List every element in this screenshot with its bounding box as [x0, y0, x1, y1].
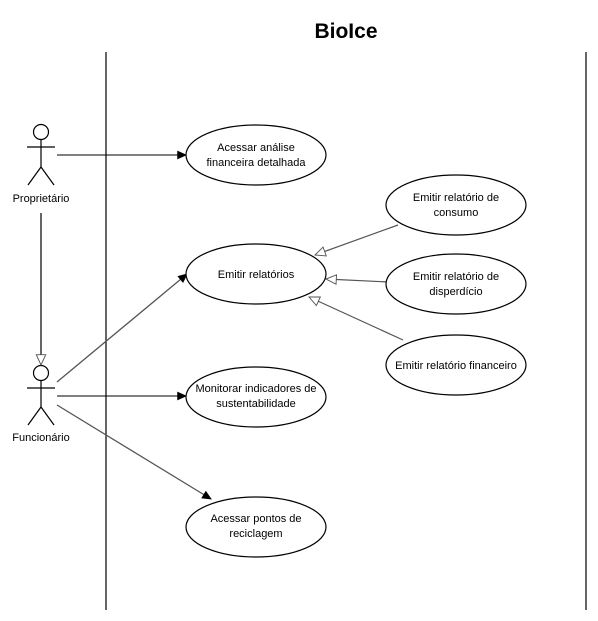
svg-text:Acessar pontos de: Acessar pontos de	[210, 513, 301, 525]
use-case-consumption-report-line1: Emitir relatório de	[413, 192, 499, 204]
generalization-waste-report	[326, 279, 389, 282]
use-case-waste-report-line2: disperdício	[429, 286, 482, 298]
actor-owner-label: Proprietário	[13, 193, 70, 205]
use-case-sustainability-line2: sustentabilidade	[216, 398, 296, 410]
svg-text:reciclagem: reciclagem	[229, 528, 282, 540]
use-case-waste-report[interactable]: Emitir relatório de disperdício	[385, 253, 527, 315]
use-case-financial-report[interactable]: Emitir relatório financeiro	[385, 334, 527, 396]
svg-text:Emitir relatórios: Emitir relatórios	[218, 269, 295, 281]
svg-text:Emitir relatório de: Emitir relatório de	[413, 271, 499, 283]
stick-figure-icon	[27, 123, 55, 186]
use-case-financial-analysis-line2: financeira detalhada	[206, 157, 306, 169]
use-case-emit-reports-label: Emitir relatórios	[218, 269, 295, 281]
use-case-financial-analysis[interactable]: Acessar análise financeira detalhada	[185, 124, 327, 186]
use-case-recycling[interactable]: Acessar pontos de reciclagem	[185, 496, 327, 558]
generalization-consumption-report	[315, 224, 399, 255]
use-case-consumption-report[interactable]: Emitir relatório de consumo	[385, 174, 527, 236]
use-case-consumption-report-line2: consumo	[434, 207, 479, 219]
actor-owner[interactable]: Proprietário	[13, 123, 70, 206]
association-employee-emit-reports	[56, 274, 187, 383]
use-case-recycling-line2: reciclagem	[229, 528, 282, 540]
svg-text:Monitorar indicadores de: Monitorar indicadores de	[195, 383, 316, 395]
svg-text:Acessar análise: Acessar análise	[217, 142, 295, 154]
generalization-financial-report	[309, 296, 404, 341]
use-case-financial-report-label: Emitir relatório financeiro	[395, 360, 517, 372]
use-case-sustainability-line1: Monitorar indicadores de	[195, 383, 316, 395]
use-case-financial-analysis-line1: Acessar análise	[217, 142, 295, 154]
svg-text:Emitir relatório de: Emitir relatório de	[413, 192, 499, 204]
svg-text:financeira detalhada: financeira detalhada	[206, 157, 306, 169]
svg-text:Emitir relatório financeiro: Emitir relatório financeiro	[395, 360, 517, 372]
use-case-recycling-line1: Acessar pontos de	[210, 513, 301, 525]
actor-employee[interactable]: Funcionário	[12, 364, 70, 445]
use-case-sustainability[interactable]: Monitorar indicadores de sustentabilidad…	[185, 366, 327, 428]
svg-text:disperdício: disperdício	[429, 286, 482, 298]
association-employee-recycling	[56, 404, 211, 500]
stick-figure-icon	[27, 364, 55, 426]
svg-text:consumo: consumo	[434, 207, 479, 219]
use-case-waste-report-line1: Emitir relatório de	[413, 271, 499, 283]
svg-text:sustentabilidade: sustentabilidade	[216, 398, 296, 410]
actor-employee-label: Funcionário	[12, 432, 69, 444]
diagram-title: BioIce	[314, 20, 377, 43]
use-case-emit-reports[interactable]: Emitir relatórios	[185, 243, 327, 305]
